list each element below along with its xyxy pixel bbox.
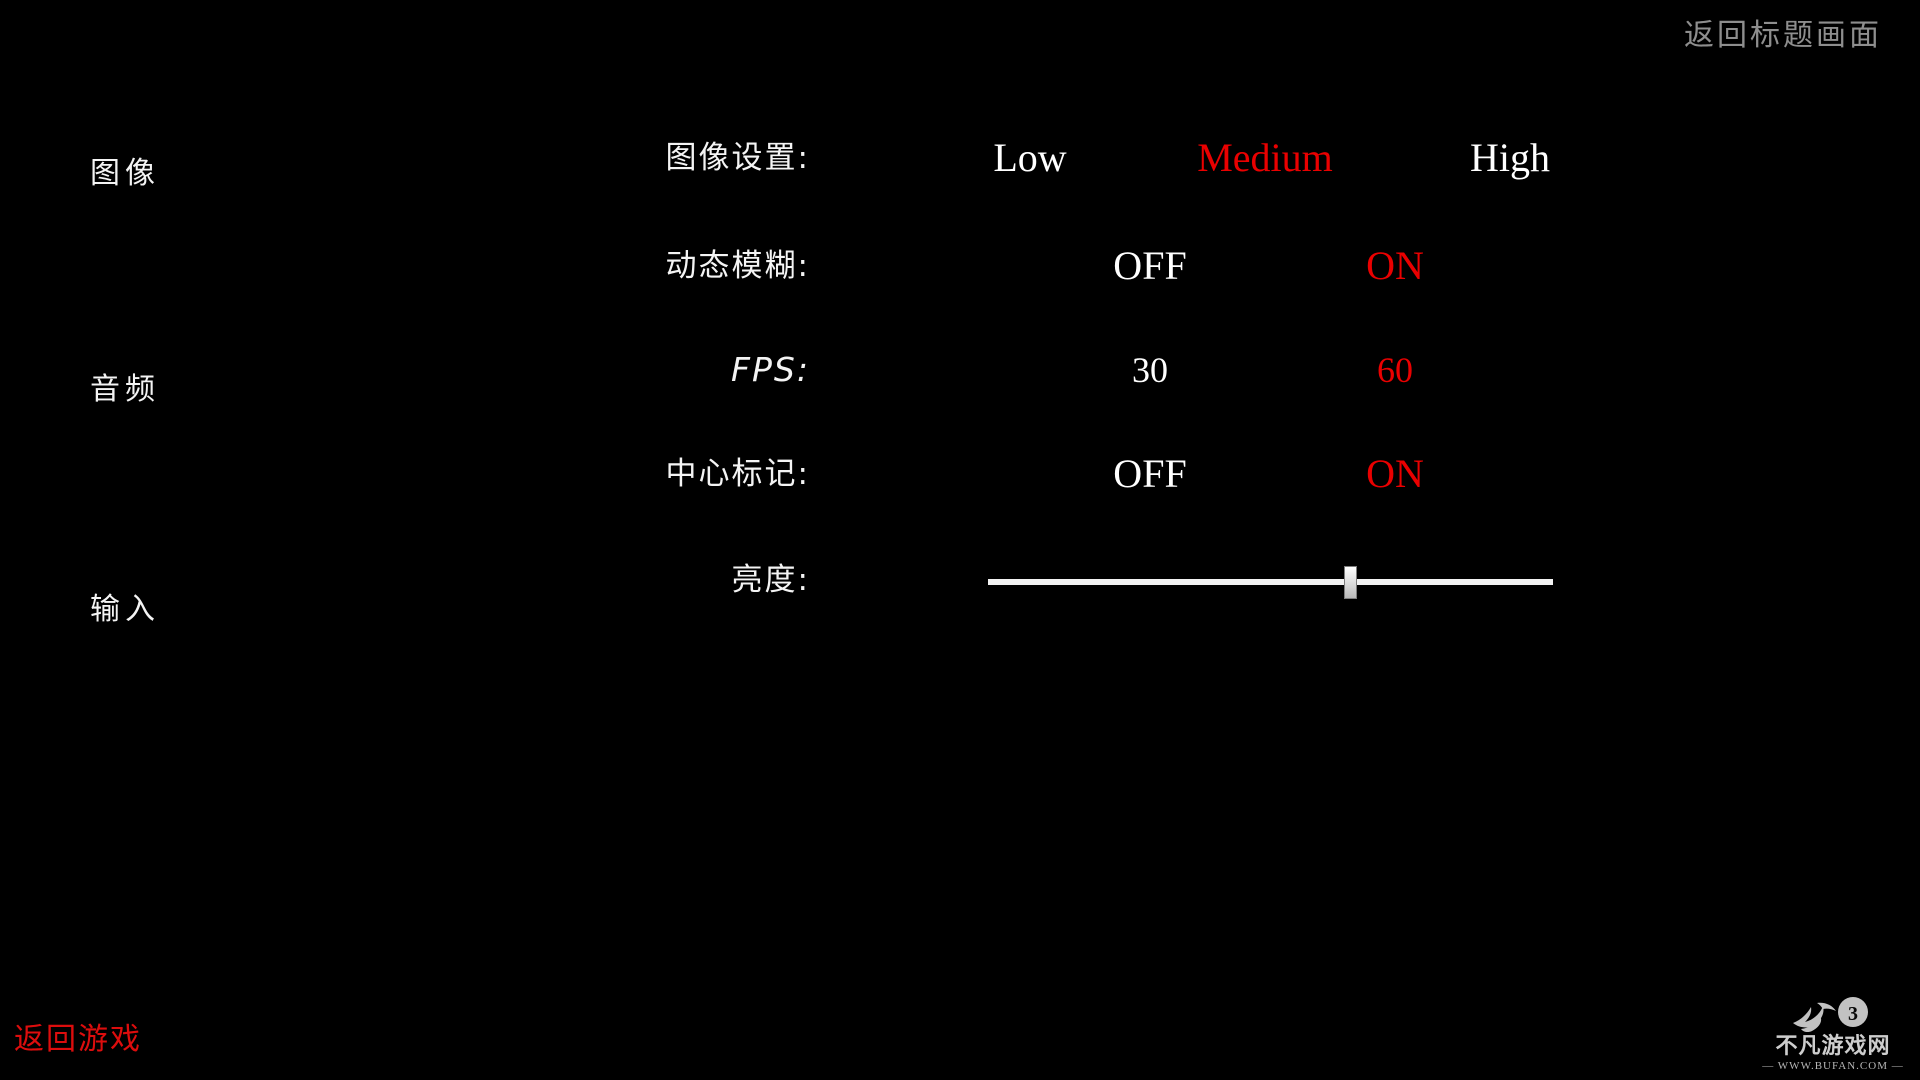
category-sidebar: 图像 音频 输入 (0, 0, 430, 1080)
option-motion-blur-off[interactable]: OFF (1113, 243, 1187, 288)
option-fps-30[interactable]: 30 (1132, 350, 1168, 390)
brightness-slider-track (988, 579, 1553, 585)
resume-game-button[interactable]: 返回游戏 (14, 1022, 142, 1057)
option-graphics-low[interactable]: Low (993, 135, 1067, 180)
settings-panel: 图像设置: Low Medium High 动态模糊: OFF ON FPS: … (430, 0, 1680, 1080)
option-graphics-high[interactable]: High (1470, 135, 1550, 180)
option-center-marker-off[interactable]: OFF (1113, 451, 1187, 496)
setting-label-graphics-quality: 图像设置: (665, 140, 810, 176)
site-watermark: 3 不凡游戏网 — WWW.BUFAN.COM — (1754, 995, 1912, 1074)
option-fps-60[interactable]: 60 (1377, 350, 1413, 390)
option-motion-blur-on[interactable]: ON (1366, 243, 1424, 288)
svg-text:3: 3 (1848, 1003, 1858, 1025)
option-group-brightness (810, 552, 1640, 614)
sidebar-item-audio[interactable]: 音频 (90, 372, 160, 407)
setting-label-motion-blur: 动态模糊: (665, 248, 810, 284)
setting-row-graphics-quality: 图像设置: Low Medium High (430, 130, 1640, 192)
sidebar-item-graphics[interactable]: 图像 (90, 156, 160, 191)
sidebar-item-input[interactable]: 输入 (90, 592, 160, 627)
setting-row-center-marker: 中心标记: OFF ON (430, 446, 1640, 508)
setting-label-brightness: 亮度: (731, 562, 810, 598)
option-center-marker-on[interactable]: ON (1366, 451, 1424, 496)
watermark-site-name: 不凡游戏网 (1775, 1034, 1891, 1059)
watermark-site-url: — WWW.BUFAN.COM — (1762, 1060, 1904, 1072)
setting-row-fps: FPS: 30 60 (430, 342, 1640, 404)
setting-row-motion-blur: 动态模糊: OFF ON (430, 238, 1640, 300)
setting-row-brightness: 亮度: (430, 552, 1640, 614)
setting-label-center-marker: 中心标记: (665, 456, 810, 492)
option-graphics-medium[interactable]: Medium (1197, 135, 1333, 180)
back-to-title-button[interactable]: 返回标题画面 (1684, 18, 1882, 53)
option-group-motion-blur: OFF ON (810, 238, 1640, 300)
setting-label-fps: FPS: (731, 350, 810, 389)
option-group-fps: 30 60 (810, 342, 1640, 404)
brightness-slider[interactable] (988, 566, 1553, 599)
option-group-center-marker: OFF ON (810, 446, 1640, 508)
flame-logo-icon: 3 (1754, 995, 1912, 1035)
option-group-graphics-quality: Low Medium High (810, 130, 1640, 192)
brightness-slider-handle[interactable] (1343, 566, 1357, 599)
